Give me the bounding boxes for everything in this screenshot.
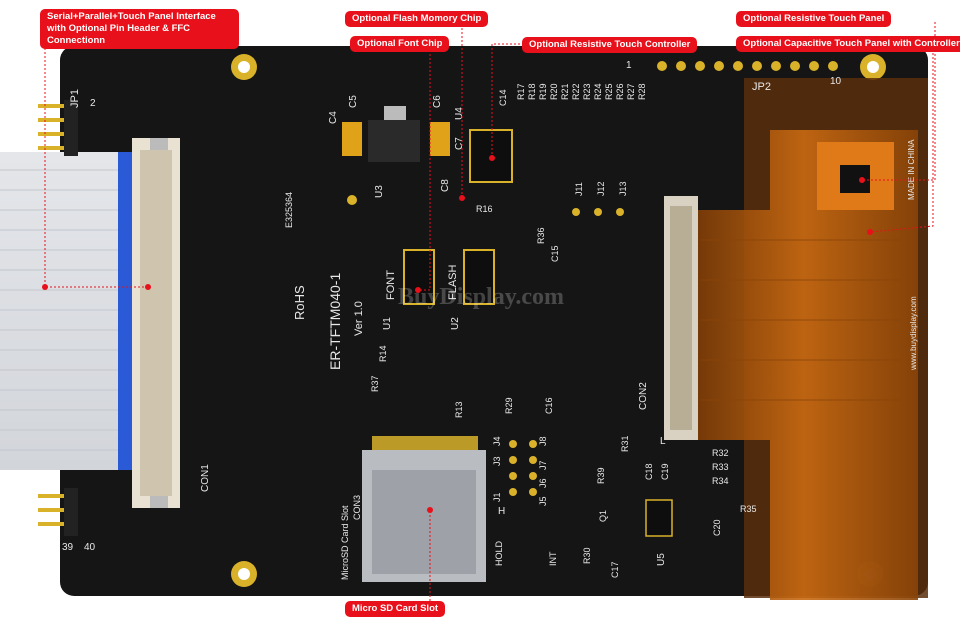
label-r39: R39 [596, 467, 606, 484]
label-pin2: 2 [90, 98, 96, 109]
label-j4: J4 [492, 436, 502, 446]
label-con2: CON2 [638, 382, 649, 410]
pcb-board [60, 46, 928, 596]
label-r27: R27 [626, 83, 636, 100]
label-font: FONT [385, 270, 397, 300]
label-c14: C14 [498, 89, 508, 106]
label-u4: U4 [454, 107, 465, 120]
label-j3: J3 [492, 456, 502, 466]
label-r31: R31 [620, 435, 630, 452]
jp1-pin-header-top [38, 100, 78, 156]
label-e-code: E325364 [284, 192, 294, 228]
label-r30: R30 [582, 547, 592, 564]
label-r23: R23 [582, 83, 592, 100]
label-rohs: RoHS [292, 285, 307, 320]
label-q1: Q1 [598, 510, 608, 522]
label-u5: U5 [656, 553, 667, 566]
callout-sd-slot: Micro SD Card Slot [345, 601, 446, 617]
label-r20: R20 [549, 83, 559, 100]
callout-interface: Serial+Parallel+Touch Panel Interface wi… [40, 9, 239, 49]
label-r33: R33 [712, 462, 729, 472]
label-r35: R35 [740, 504, 757, 514]
label-c4: C4 [328, 111, 339, 124]
label-r18: R18 [527, 83, 537, 100]
label-h: H [498, 506, 505, 517]
resistor-column-labels: R17 R18 R19 R20 R21 R22 R23 R24 R25 R26 … [516, 83, 647, 100]
label-pin10: 10 [830, 76, 842, 87]
watermark: BuyDisplay.com [398, 284, 564, 310]
callout-rtp-controller: Optional Resistive Touch Controller [522, 37, 698, 53]
label-c6: C6 [432, 95, 443, 108]
smd-pads [347, 195, 624, 496]
micro-sd-slot [362, 436, 486, 582]
label-r22: R22 [571, 83, 581, 100]
label-pin39: 39 [62, 542, 74, 553]
label-sd-slot: MicroSD Card Slot [340, 505, 350, 580]
label-c16: C16 [544, 397, 554, 414]
label-r16: R16 [476, 204, 493, 214]
con2-connector [664, 196, 698, 440]
label-c19: C19 [660, 463, 670, 480]
jp1-pin-header-bottom [38, 488, 78, 536]
label-j5: J5 [538, 496, 548, 506]
callout-dots [42, 155, 873, 513]
label-website: www.buydisplay.com [909, 296, 918, 371]
label-r19: R19 [538, 83, 548, 100]
label-jp1: JP1 [69, 89, 81, 108]
label-r13: R13 [454, 401, 464, 418]
label-j12: J12 [596, 181, 606, 196]
label-int: INT [548, 551, 558, 566]
callout-leader-lines [44, 22, 936, 605]
label-c15: C15 [550, 245, 560, 262]
label-u1: U1 [382, 317, 393, 330]
label-hold: HOLD [494, 540, 504, 566]
label-c5: C5 [348, 95, 359, 108]
jp2-header-pads [657, 61, 838, 71]
label-u2: U2 [450, 317, 461, 330]
label-j11: J11 [574, 182, 584, 196]
silkscreen-labels: JP1 2 39 40 1 10 JP2 CON1 CON2 CON3 Micr… [62, 60, 918, 580]
label-pin1: 1 [626, 60, 632, 71]
label-j7: J7 [538, 460, 548, 470]
callout-flash-chip: Optional Flash Momory Chip [345, 11, 489, 27]
label-flash: FLASH [447, 264, 459, 300]
label-j1: J1 [492, 492, 502, 502]
label-r21: R21 [560, 83, 570, 100]
label-r36: R36 [536, 227, 546, 244]
label-jp2: JP2 [752, 81, 771, 93]
label-con1: CON1 [200, 464, 211, 492]
label-r34: R34 [712, 476, 729, 486]
label-r29: R29 [504, 397, 514, 414]
label-c17: C17 [610, 561, 620, 578]
label-pin40: 40 [84, 542, 96, 553]
label-c20: C20 [712, 519, 722, 536]
label-c8: C8 [440, 179, 451, 192]
label-version: Ver 1.0 [353, 301, 365, 336]
label-l: L [660, 436, 666, 447]
label-j13: J13 [618, 181, 628, 196]
label-r17: R17 [516, 83, 526, 100]
label-u3: U3 [374, 185, 385, 198]
label-c7: C7 [454, 137, 465, 150]
label-r26: R26 [615, 83, 625, 100]
callout-rtp-panel: Optional Resistive Touch Panel [736, 11, 892, 27]
callout-font-chip: Optional Font Chip [350, 36, 450, 52]
label-r37: R37 [370, 375, 380, 392]
label-made-in: MADE IN CHINA [907, 139, 916, 200]
label-con3: CON3 [352, 495, 362, 520]
label-r25: R25 [604, 83, 614, 100]
label-r14: R14 [378, 345, 388, 362]
label-model: ER-TFTM040-1 [327, 273, 343, 370]
con1-connector [132, 138, 180, 508]
label-c18: C18 [644, 463, 654, 480]
label-r32: R32 [712, 448, 729, 458]
label-r24: R24 [593, 83, 603, 100]
touch-panel-flex [690, 78, 928, 600]
label-j6: J6 [538, 478, 548, 488]
label-r28: R28 [637, 83, 647, 100]
label-j8: J8 [538, 436, 548, 446]
callout-ctp-panel: Optional Capacitive Touch Panel with Con… [736, 36, 960, 52]
